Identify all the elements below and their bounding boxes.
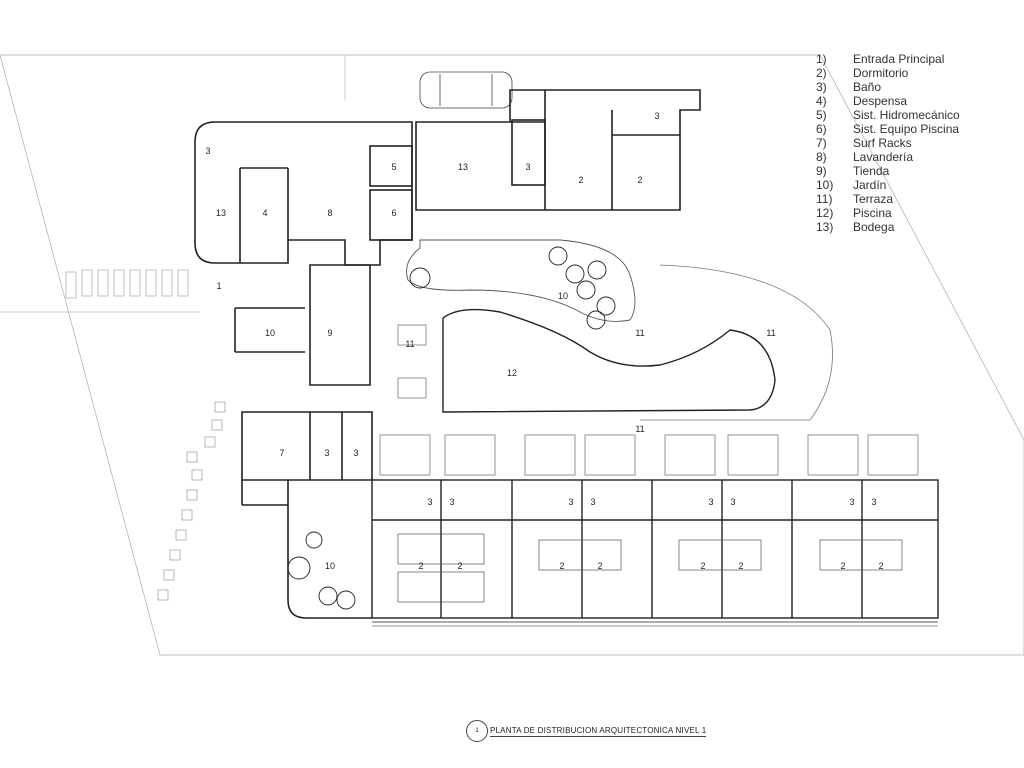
legend-item: 4) Despensa <box>816 94 960 108</box>
legend-item-label: Bodega <box>853 220 895 234</box>
legend-item-number: 6) <box>816 122 827 136</box>
room-number-label: 10 <box>265 328 275 338</box>
drawing-caption: 1 PLANTA DE DISTRIBUCION ARQUITECTONICA … <box>466 720 707 742</box>
legend-item-number: 13) <box>816 220 834 234</box>
room-number-label: 1 <box>216 281 221 291</box>
terrace-furniture <box>379 324 919 476</box>
legend-item: 11) Terraza <box>816 192 960 206</box>
legend-item: 3) Baño <box>816 80 960 94</box>
room-number-label: 3 <box>353 448 358 458</box>
room-number-label: 12 <box>507 368 517 378</box>
room-number-label: 13 <box>458 162 468 172</box>
room-number-label: 3 <box>324 448 329 458</box>
legend-item: 7) Surf Racks <box>816 136 960 150</box>
room-number-label: 6 <box>391 208 396 218</box>
legend-item-label: Terraza <box>853 192 894 206</box>
drawing-title: PLANTA DE DISTRIBUCION ARQUITECTONICA NI… <box>490 725 707 737</box>
drawing-number-circle: 1 <box>466 720 488 742</box>
room-number-label: 3 <box>427 497 432 507</box>
legend-item-label: Tienda <box>853 164 890 178</box>
room-number-label: 9 <box>327 328 332 338</box>
room-number-label: 3 <box>449 497 454 507</box>
legend-item-label: Sist. Hidromecánico <box>853 108 960 122</box>
room-number-label: 3 <box>525 162 530 172</box>
room-number-label: 11 <box>635 424 644 434</box>
legend-item-number: 3) <box>816 80 827 94</box>
room-number-label: 3 <box>568 497 573 507</box>
legend-item-number: 5) <box>816 108 827 122</box>
bedroom-block <box>371 479 939 627</box>
legend-item-label: Despensa <box>853 94 908 108</box>
legend-item: 13) Bodega <box>816 220 960 234</box>
legend-item: 10) Jardín <box>816 178 960 192</box>
room-legend: 1) Entrada Principal 2) Dormitorio 3) Baño 4) D… <box>816 52 960 234</box>
room-number-label: 11 <box>635 328 644 338</box>
room-number-label: 3 <box>708 497 713 507</box>
tree-icons <box>287 246 616 610</box>
room-number-label: 2 <box>700 561 705 571</box>
room-number-label: 3 <box>849 497 854 507</box>
legend-item-number: 7) <box>816 136 827 150</box>
legend-item-number: 11) <box>816 192 833 206</box>
legend-item: 2) Dormitorio <box>816 66 960 80</box>
parking-stalls <box>65 269 189 299</box>
legend-item: 12) Piscina <box>816 206 960 220</box>
room-number-label: 2 <box>457 561 462 571</box>
legend-item: 8) Lavandería <box>816 150 960 164</box>
pool-outline <box>442 308 776 413</box>
legend-item-number: 4) <box>816 94 827 108</box>
room-number-label: 11 <box>766 328 775 338</box>
room-number-label: 4 <box>262 208 267 218</box>
legend-item: 6) Sist. Equipo Piscina <box>816 122 960 136</box>
legend-item-label: Piscina <box>853 206 892 220</box>
room-number-label: 3 <box>205 146 210 156</box>
legend-item: 1) Entrada Principal <box>816 52 960 66</box>
room-number-label: 2 <box>597 561 602 571</box>
room-number-label: 2 <box>418 561 423 571</box>
legend-item-label: Dormitorio <box>853 66 909 80</box>
beds <box>397 533 903 603</box>
room-number-label: 13 <box>216 208 226 218</box>
room-number-label: 3 <box>871 497 876 507</box>
room-number-label: 2 <box>840 561 845 571</box>
car-icon <box>419 71 513 109</box>
legend-item-label: Baño <box>853 80 882 94</box>
room-number-label: 3 <box>654 111 659 121</box>
legend-item: 9) Tienda <box>816 164 960 178</box>
legend-item-label: Sist. Equipo Piscina <box>853 122 960 136</box>
site-boundary <box>0 54 1024 656</box>
legend-item-label: Jardín <box>853 178 887 192</box>
legend-item-number: 2) <box>816 66 827 80</box>
room-number-label: 8 <box>327 208 332 218</box>
room-number-label: 3 <box>590 497 595 507</box>
garden-bed <box>406 239 636 322</box>
legend-item-label: Surf Racks <box>853 136 912 150</box>
legend-item-number: 1) <box>816 52 827 66</box>
stepping-stones <box>157 401 226 601</box>
room-number-label: 5 <box>391 162 396 172</box>
room-number-label: 7 <box>279 448 284 458</box>
room-number-label: 2 <box>738 561 743 571</box>
room-number-label: 11 <box>405 339 414 349</box>
legend-item-label: Entrada Principal <box>853 52 945 66</box>
legend-item-number: 10) <box>816 178 834 192</box>
room-number-label: 10 <box>325 561 335 571</box>
room-number-label: 10 <box>558 291 568 301</box>
room-number-label: 2 <box>878 561 883 571</box>
terrace-curve <box>640 264 833 421</box>
legend-item-label: Lavandería <box>853 150 914 164</box>
building-walls <box>194 89 701 619</box>
legend-item-number: 12) <box>816 206 834 220</box>
room-number-label: 2 <box>578 175 583 185</box>
room-labels: 3 13 4 8 5 6 13 3 3 2 2 1 10 9 10 11 11 11 12 11 7 3 3 3 3 3 3 3 3 3 3… <box>205 111 883 571</box>
legend-item-number: 9) <box>816 164 827 178</box>
room-number-label: 3 <box>730 497 735 507</box>
legend-item: 5) Sist. Hidromecánico <box>816 108 960 122</box>
legend-item-number: 8) <box>816 150 827 164</box>
room-number-label: 2 <box>559 561 564 571</box>
room-number-label: 2 <box>637 175 642 185</box>
